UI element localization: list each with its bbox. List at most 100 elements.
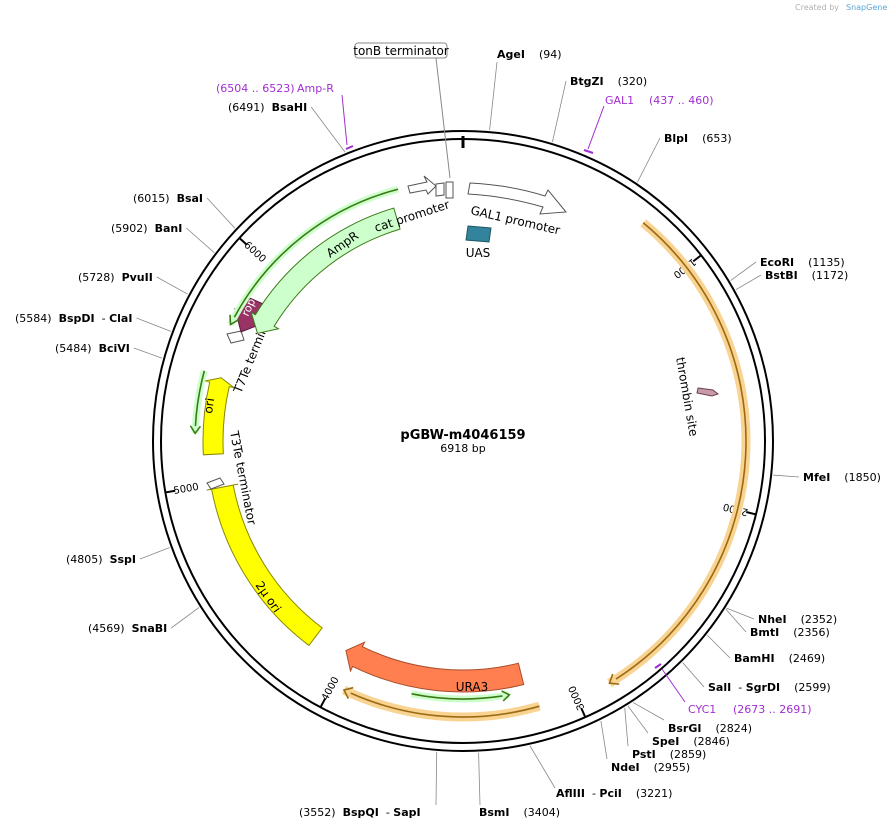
site-label-pvuii[interactable]: (5728) PvuII — [78, 271, 153, 284]
feature-tonb-terminator[interactable]: tonB terminator — [353, 42, 454, 199]
svg-text:BsmI (3404): BsmI (3404) — [479, 806, 560, 819]
svg-text:(5484) BciVI: (5484) BciVI — [55, 342, 130, 355]
svg-text:BsrGI (2824): BsrGI (2824) — [668, 722, 752, 735]
svg-text:AflIII - PciI (3221): AflIII - PciI (3221) — [556, 787, 672, 800]
site-leader-line — [735, 274, 762, 291]
green-top-arrow[interactable] — [229, 188, 399, 326]
svg-text:NdeI (2955): NdeI (2955) — [611, 761, 690, 774]
primer-ampr-range: (6504 .. 6523) — [216, 82, 295, 95]
site-leader-line — [489, 61, 498, 131]
site-label-sspi[interactable]: (4805) SspI — [66, 553, 136, 566]
tick-mark — [165, 489, 176, 494]
site-leader-lines — [133, 61, 800, 806]
feature-cat-promoter[interactable]: cat promoter — [373, 175, 452, 235]
svg-text:(5728) PvuII: (5728) PvuII — [78, 271, 153, 284]
site-leader-line — [624, 707, 629, 747]
plasmid-size: 6918 bp — [440, 442, 485, 455]
svg-text:BstBI (1172): BstBI (1172) — [765, 269, 848, 282]
primer-ampr[interactable]: (6504 .. 6523) Amp-R — [216, 82, 354, 150]
site-label-bstbi[interactable]: BstBI (1172) — [765, 269, 848, 282]
credit-text: Created by — [795, 3, 839, 12]
site-leader-line — [552, 80, 567, 143]
site-label-bsai[interactable]: (6015) BsaI — [133, 192, 203, 205]
feature-2mu-ori[interactable]: 2μ ori — [206, 483, 323, 647]
tick-mark — [238, 237, 248, 246]
tick-label: 6000 — [241, 240, 267, 265]
green-bottom-arrow[interactable] — [411, 690, 511, 702]
orf-bottom-arrow[interactable] — [342, 686, 540, 718]
ori-label: ori — [201, 397, 217, 414]
svg-text:BlpI (653): BlpI (653) — [664, 132, 732, 145]
site-leader-line — [170, 607, 200, 629]
site-label-ndei[interactable]: NdeI (2955) — [611, 761, 690, 774]
primer-gal1[interactable]: GAL1 (437 .. 460) — [583, 94, 714, 154]
site-label-sali[interactable]: SalI - SgrDI (2599) — [708, 681, 831, 694]
svg-text:(3552) BspQI - SapI: (3552) BspQI - SapI — [299, 806, 421, 819]
svg-text:(6015) BsaI: (6015) BsaI — [133, 192, 203, 205]
site-label-afliii[interactable]: AflIII - PciI (3221) — [556, 787, 672, 800]
site-leader-line — [133, 347, 163, 359]
site-label-bsrgi[interactable]: BsrGI (2824) — [668, 722, 752, 735]
site-leader-line — [725, 608, 747, 633]
svg-text:(6491) BsaHI: (6491) BsaHI — [228, 101, 307, 114]
primer-cyc1[interactable]: CYC1 (2673 .. 2691) — [654, 663, 812, 716]
tick-label: 3000 — [567, 684, 587, 712]
site-label-bsmi[interactable]: BsmI (3404) — [479, 806, 560, 819]
svg-text:EcoRI (1135): EcoRI (1135) — [760, 256, 845, 269]
svg-text:(5584) BspDI - ClaI: (5584) BspDI - ClaI — [15, 312, 132, 325]
tick-mark — [745, 511, 757, 516]
site-leader-line — [726, 607, 755, 620]
site-label-bani[interactable]: (5902) BanI — [111, 222, 182, 235]
primer-gal1-range: (437 .. 460) — [649, 94, 714, 107]
orf-large-arrow[interactable] — [608, 222, 747, 685]
svg-text:BtgZI (320): BtgZI (320) — [570, 75, 647, 88]
site-label-bmti[interactable]: BmtI (2356) — [750, 626, 830, 639]
svg-text:(4569) SnaBI: (4569) SnaBI — [88, 622, 167, 635]
feature-ura3[interactable]: URA3 — [345, 641, 525, 694]
svg-text:(5902) BanI: (5902) BanI — [111, 222, 182, 235]
site-leader-line — [206, 197, 236, 229]
backbone-outer — [152, 130, 774, 752]
site-label-mfei[interactable]: MfeI (1850) — [803, 471, 881, 484]
site-label-nhei[interactable]: NheI (2352) — [758, 613, 837, 626]
site-leader-line — [310, 106, 346, 153]
svg-text:(4805) SspI: (4805) SspI — [66, 553, 136, 566]
svg-text:NheI (2352): NheI (2352) — [758, 613, 837, 626]
site-label-bcivi[interactable]: (5484) BciVI — [55, 342, 130, 355]
site-leader-line — [156, 276, 188, 295]
ura3-label: URA3 — [456, 680, 488, 694]
tick-mark — [319, 697, 327, 708]
site-label-snabi[interactable]: (4569) SnaBI — [88, 622, 167, 635]
feature-ori[interactable]: ori — [201, 377, 235, 456]
svg-text:PstI (2859): PstI (2859) — [632, 748, 706, 761]
restriction-site-labels: AgeI (94) BtgZI (320) BlpI (653) EcoRI (113… — [15, 48, 881, 819]
uas-label: UAS — [466, 246, 491, 260]
site-leader-line — [136, 317, 172, 332]
site-leader-line — [632, 702, 665, 721]
site-leader-line — [730, 261, 757, 281]
svg-text:MfeI (1850): MfeI (1850) — [803, 471, 881, 484]
site-label-spei[interactable]: SpeI (2846) — [652, 735, 730, 748]
site-leader-line — [435, 751, 438, 806]
site-label-ecori[interactable]: EcoRI (1135) — [760, 256, 845, 269]
site-leader-line — [682, 662, 705, 688]
feature-thrombin-site[interactable]: thrombin site — [673, 356, 720, 437]
thrombin-label: thrombin site — [673, 356, 701, 437]
site-leader-line — [186, 227, 215, 253]
green-left-arrow[interactable] — [189, 370, 206, 435]
site-label-psti[interactable]: PstI (2859) — [632, 748, 706, 761]
plasmid-name: pGBW-m4046159 — [400, 428, 525, 443]
site-label-blpi[interactable]: BlpI (653) — [664, 132, 732, 145]
site-label-bspqi[interactable]: (3552) BspQI - SapI — [299, 806, 421, 819]
site-label-bsahi[interactable]: (6491) BsaHI — [228, 101, 307, 114]
svg-text:BmtI (2356): BmtI (2356) — [750, 626, 830, 639]
site-label-btgzi[interactable]: BtgZI (320) — [570, 75, 647, 88]
site-label-bspdi[interactable]: (5584) BspDI - ClaI — [15, 312, 132, 325]
tick-mark — [580, 707, 587, 718]
site-leader-line — [139, 547, 170, 560]
site-label-bamhi[interactable]: BamHI (2469) — [734, 652, 825, 665]
site-leader-line — [637, 137, 661, 183]
site-label-agei[interactable]: AgeI (94) — [497, 48, 562, 61]
feature-uas[interactable]: UAS — [465, 225, 492, 260]
